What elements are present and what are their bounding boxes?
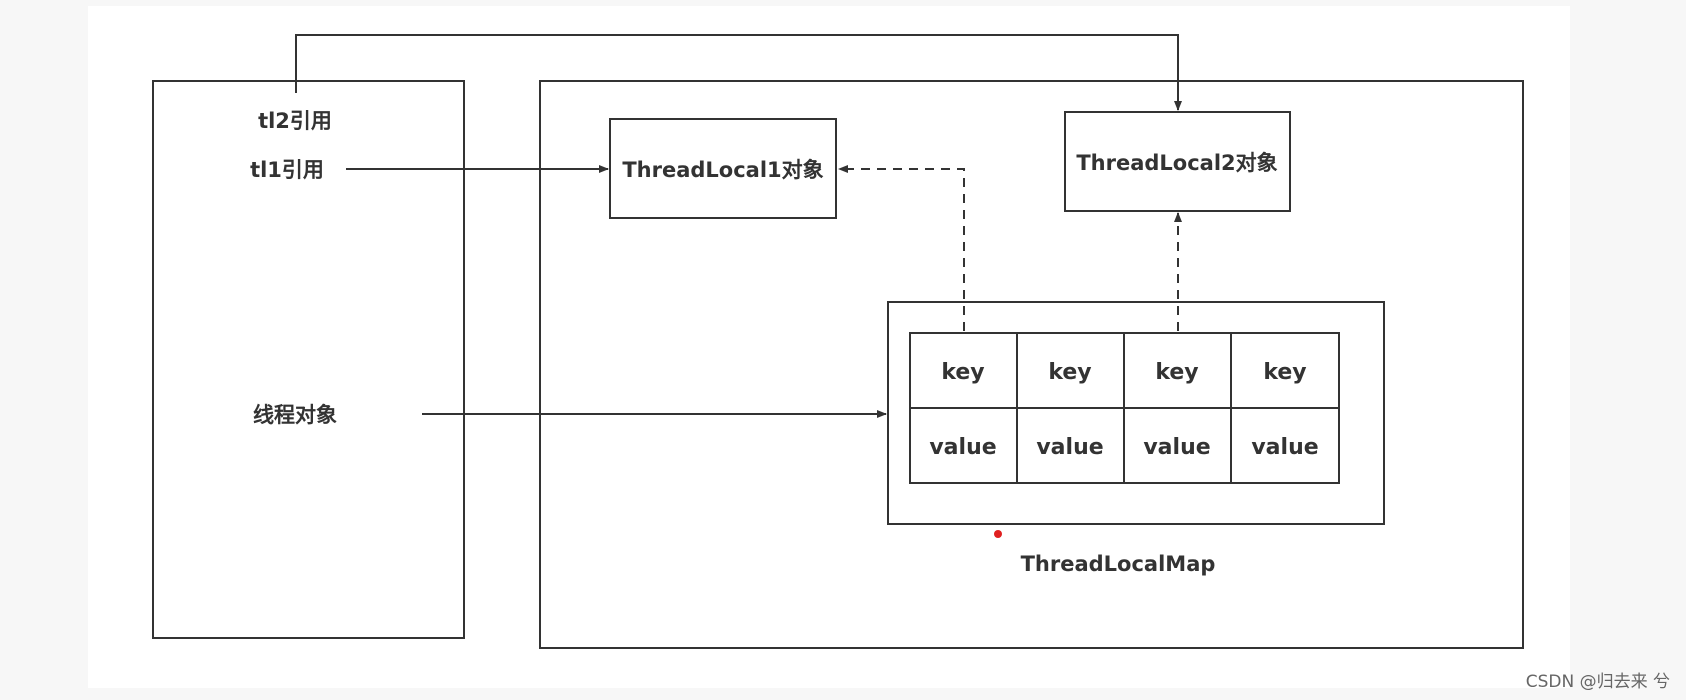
- entry-value-label: value: [1036, 435, 1103, 460]
- entry-key-label: key: [1048, 360, 1091, 385]
- threadlocal2-object-box: [1064, 111, 1291, 212]
- tl2-reference-label: tl2引用: [258, 109, 332, 133]
- heap-box: [539, 80, 1524, 649]
- threadlocal2-object-label: ThreadLocal2对象: [1076, 151, 1277, 175]
- key1-weak-reference-arrow: [838, 165, 965, 331]
- threadlocalmap-label: ThreadLocalMap: [1021, 552, 1216, 576]
- entry-key-label: key: [1155, 360, 1198, 385]
- thread-stack-box: [152, 80, 465, 639]
- entry-key-label: key: [1263, 360, 1306, 385]
- threadlocal1-object-label: ThreadLocal1对象: [622, 158, 823, 182]
- entry-value-label: value: [1143, 435, 1210, 460]
- threadlocalmap-box: [887, 301, 1385, 525]
- entry-key-label: key: [941, 360, 984, 385]
- entry-value-label: value: [929, 435, 996, 460]
- entry-value-cell: [1123, 407, 1232, 484]
- csdn-watermark: CSDN @归去来 兮: [1525, 672, 1670, 692]
- marker-dot: [994, 530, 1002, 538]
- thread-object-label: 线程对象: [253, 403, 337, 427]
- entry-value-cell: [1230, 407, 1340, 484]
- tl1-reference-label: tl1引用: [250, 158, 324, 182]
- entry-value-label: value: [1251, 435, 1318, 460]
- tl2-reference-arrow: [295, 34, 1182, 111]
- entry-key-cell: [1230, 332, 1340, 409]
- threadlocal1-object-box: [609, 118, 837, 219]
